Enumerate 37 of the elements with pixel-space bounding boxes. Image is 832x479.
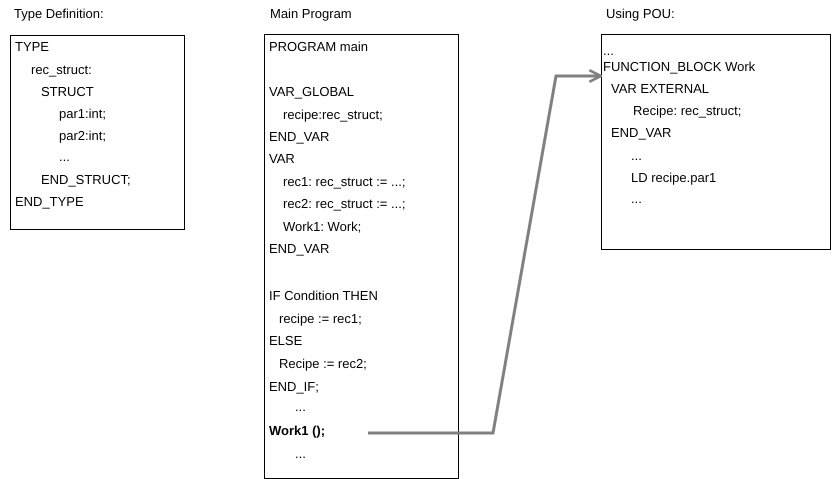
code-line: IF Condition THEN (269, 288, 378, 303)
code-line: VAR_GLOBAL (269, 84, 354, 99)
code-line: par1:int; (59, 106, 106, 121)
code-line: END_VAR (269, 241, 330, 256)
code-line: ... (295, 399, 306, 414)
arrow (368, 68, 602, 434)
panel-heading: Type Definition: (14, 6, 104, 21)
code-line: ... (631, 191, 642, 206)
code-line: rec2: rec_struct := ...; (283, 196, 406, 211)
code-line: END_IF; (269, 379, 319, 394)
code-line: FUNCTION_BLOCK Work (603, 59, 756, 74)
code-line: END_VAR (611, 125, 672, 140)
code-line: ... (295, 446, 306, 461)
code-line: Work1: Work; (283, 219, 362, 234)
code-line: TYPE (15, 39, 49, 54)
code-line: VAR (269, 151, 295, 166)
code-line: recipe:rec_struct; (283, 107, 383, 122)
code-line: LD recipe.par1 (631, 170, 716, 185)
code-line: ELSE (269, 333, 302, 348)
code-line: END_VAR (269, 129, 330, 144)
panel-heading: Main Program (270, 6, 352, 21)
code-line: PROGRAM main (269, 39, 368, 54)
code-line: rec1: rec_struct := ...; (283, 174, 406, 189)
code-line: ... (603, 43, 614, 58)
code-line: ... (631, 148, 642, 163)
code-line: par2:int; (59, 128, 106, 143)
code-line: STRUCT (41, 84, 94, 99)
code-line: ... (59, 149, 70, 164)
panel-heading: Using POU: (606, 6, 675, 21)
code-line: Recipe: rec_struct; (633, 103, 742, 118)
code-line: Work1 (); (269, 423, 326, 438)
code-line: VAR EXTERNAL (611, 81, 710, 96)
code-line: END_TYPE (15, 194, 84, 209)
code-line: rec_struct: (31, 62, 92, 77)
code-line: recipe := rec1; (279, 311, 362, 326)
code-line: END_STRUCT; (41, 172, 131, 187)
code-line: Recipe := rec2; (279, 356, 367, 371)
